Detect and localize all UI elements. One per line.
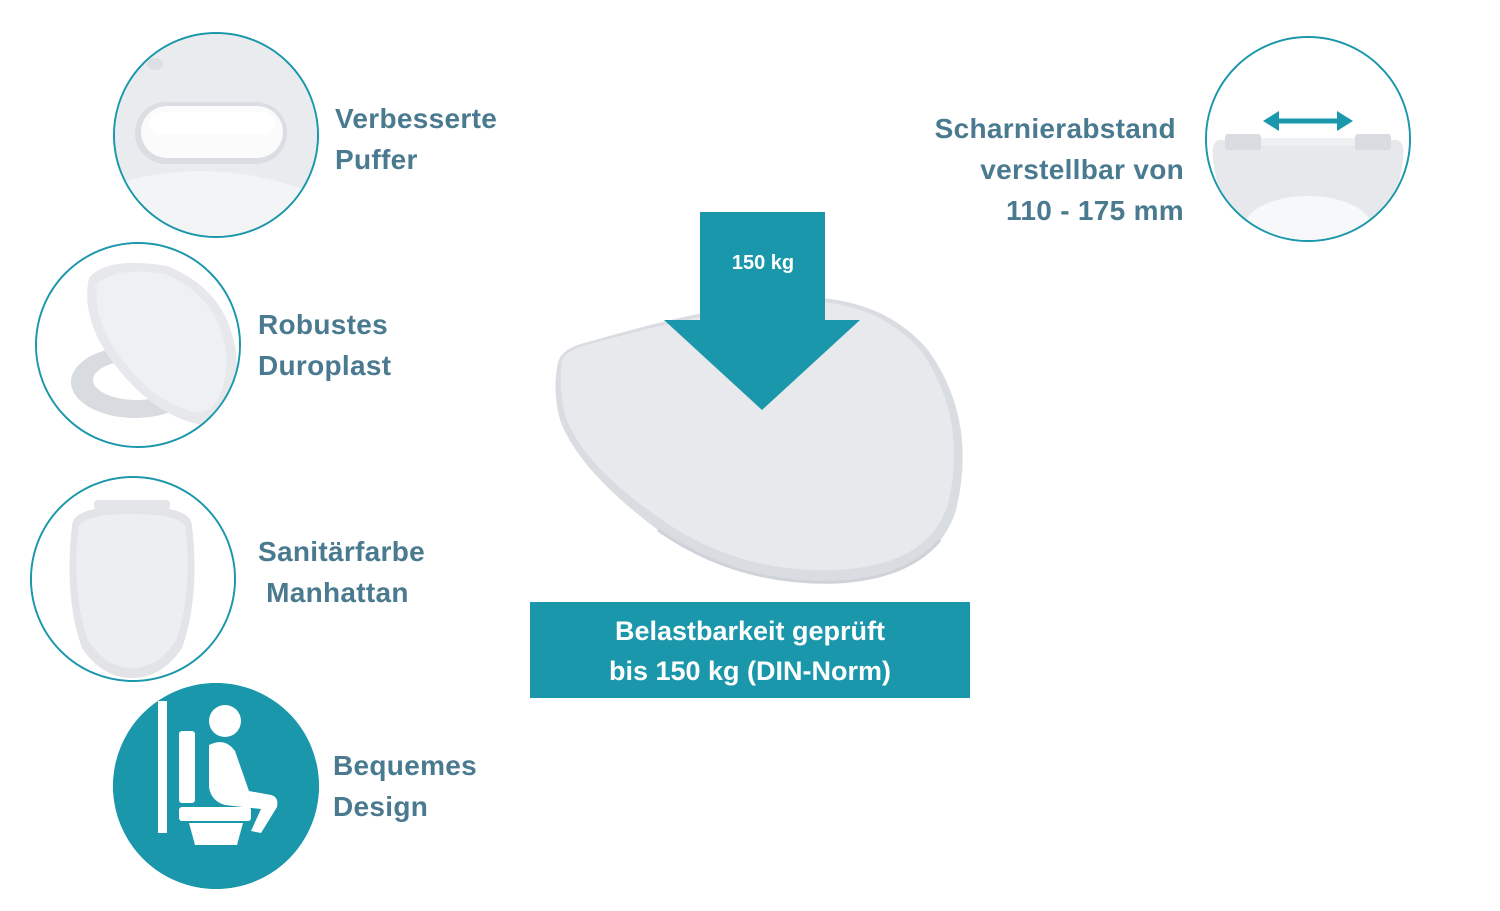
toilet-seat-closed-image [30,476,236,682]
buffer-closeup-image [113,32,319,238]
feature-label-duroplast: Robustes Duroplast [258,309,392,381]
banner-line-2: bis 150 kg (DIN-Norm) [608,656,892,686]
toilet-seat-image [548,290,968,590]
load-capacity-banner: Belastbarkeit geprüft bis 150 kg (DIN-No… [530,602,970,698]
hinge-adjust-image [1205,36,1411,242]
sitting-person-icon [113,683,319,889]
hinge-label: Scharnierabstand verstellbar von 110 - 1… [934,113,1184,226]
banner-line-1: Belastbarkeit geprüft [614,616,886,646]
load-arrow-label: 150 kg [731,252,795,274]
feature-label-design: Bequemes Design [333,750,478,822]
feature-label-buffer: Verbesserte Puffer [335,103,498,175]
load-arrow-icon [662,212,862,412]
toilet-seat-open-image [35,242,241,448]
feature-label-color: Sanitärfarbe Manhattan [258,536,425,608]
